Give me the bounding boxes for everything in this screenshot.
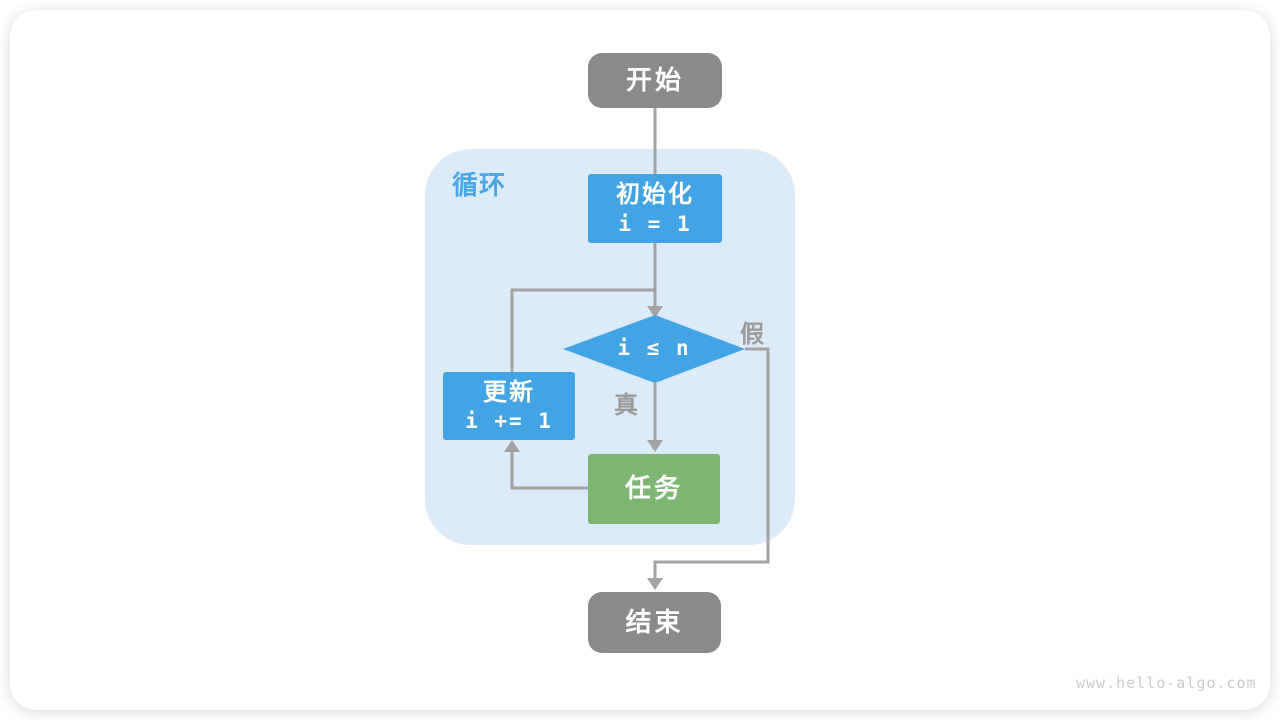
start-node: 开始	[588, 53, 722, 108]
init-node-code: i = 1	[618, 211, 692, 236]
task-node-label: 任务	[624, 473, 683, 504]
condition-node-label: i ≤ n	[617, 336, 691, 360]
end-node-label: 结束	[625, 606, 684, 637]
loop-label: 循环	[452, 170, 507, 200]
update-node-title: 更新	[483, 378, 535, 406]
true-branch-label: 真	[614, 392, 638, 419]
end-node: 结束	[588, 592, 721, 653]
update-node: 更新 i += 1	[443, 372, 575, 440]
init-node-title: 初始化	[616, 181, 694, 209]
task-node: 任务	[588, 454, 720, 524]
start-node-label: 开始	[625, 64, 684, 95]
init-node: 初始化 i = 1	[588, 174, 722, 243]
watermark-text: www.hello-algo.com	[1076, 674, 1257, 692]
update-node-code: i += 1	[465, 409, 553, 434]
false-branch-label: 假	[740, 321, 764, 348]
